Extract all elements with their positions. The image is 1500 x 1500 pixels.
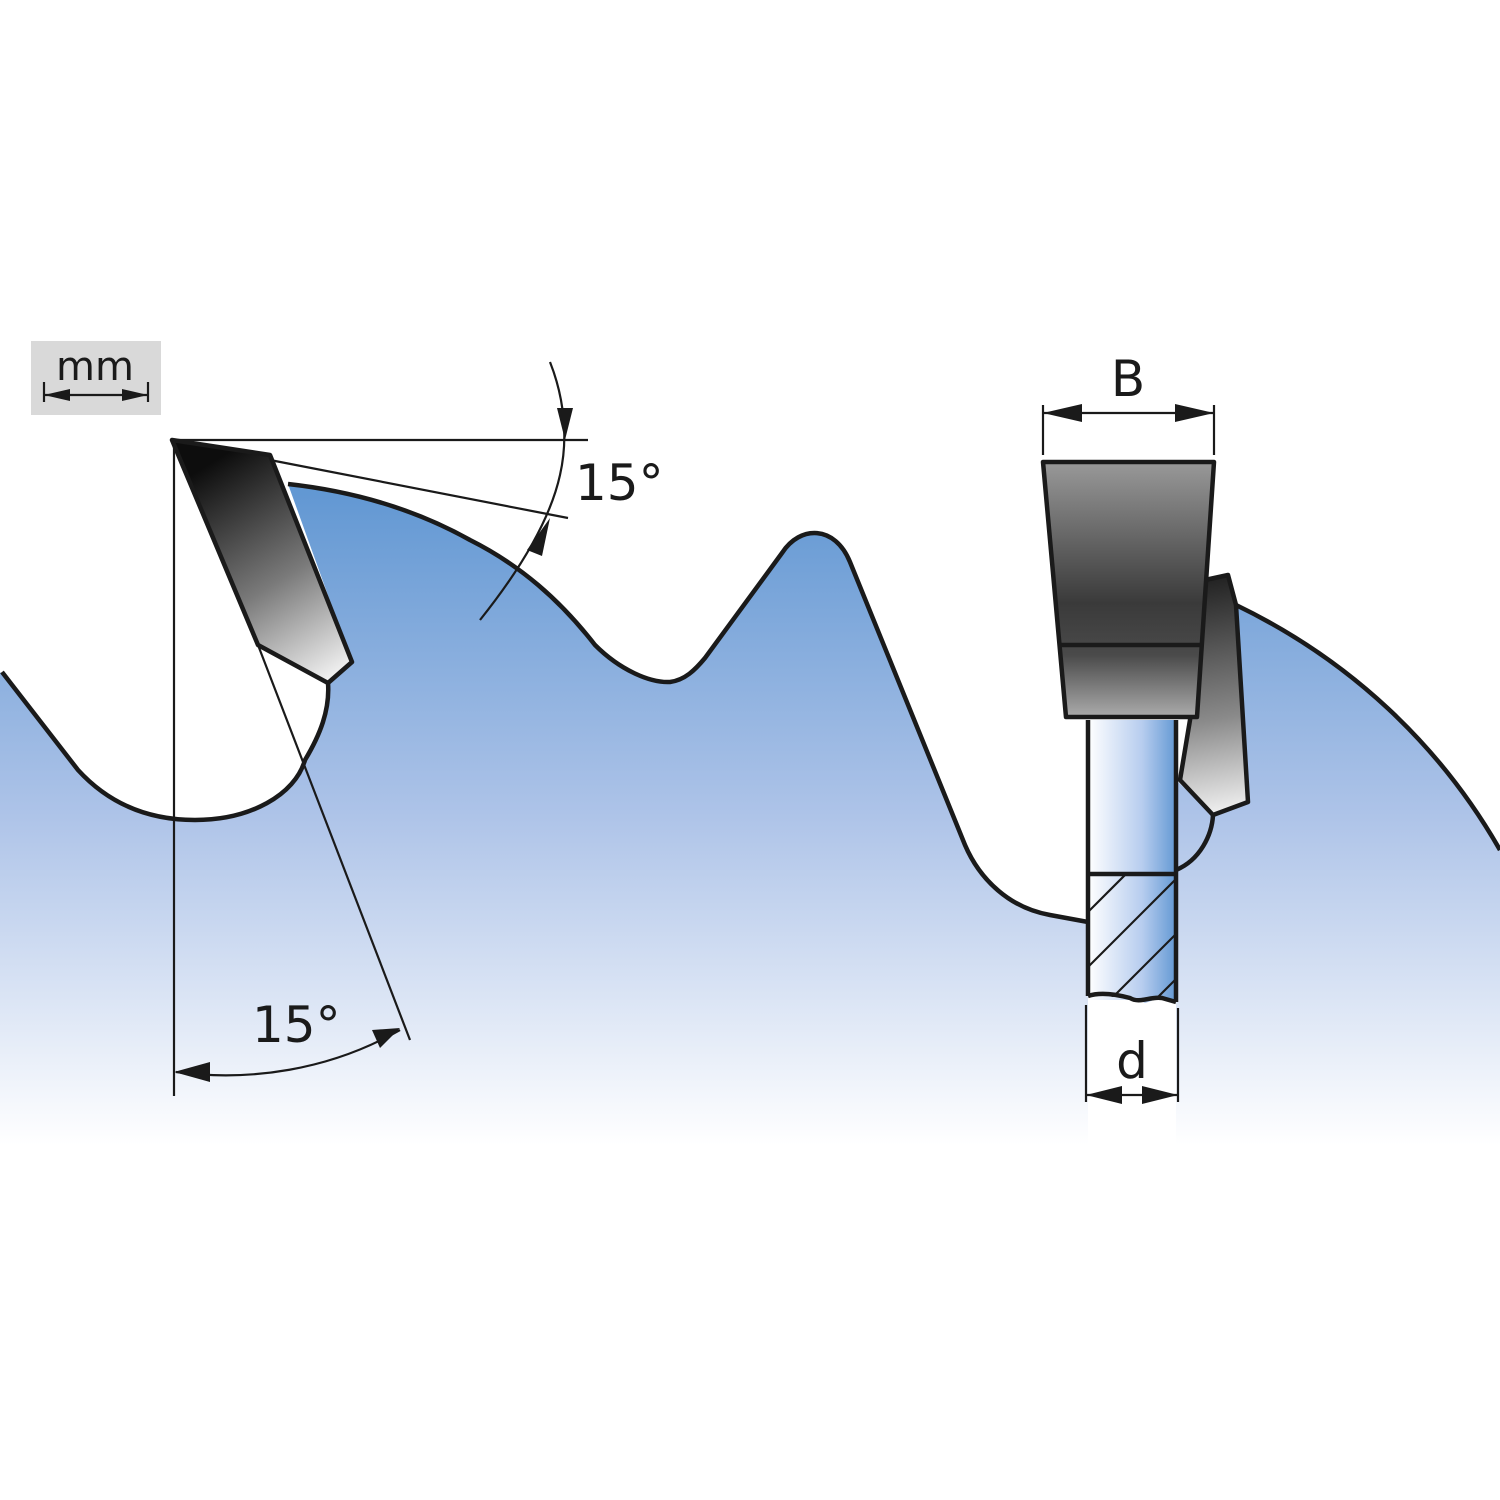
carbide-tip-flank [1177,572,1251,818]
unit-badge-arrow-right [122,389,148,401]
unit-badge-background [31,341,161,415]
hook-face-line [269,458,569,520]
tooth-profile-outline-2 [287,481,1089,925]
hook-angle-arc [479,361,566,621]
plate-thickness-label: d [1116,1032,1148,1090]
plate-outline [1085,720,1179,1005]
unit-badge-label: mm [56,344,134,390]
kerf-arrow-right [1175,404,1214,422]
plate-arrow-right [1142,1086,1178,1104]
clearance-angle-label: 15° [252,996,341,1054]
kerf-arrow-left [1043,404,1082,422]
unit-badge-arrow-left [44,389,70,401]
clearance-angle-arrow-right [372,1028,400,1048]
kerf-width-label: B [1111,350,1145,408]
hook-angle-label: 15° [575,454,664,512]
side-gullet-outline [1175,814,1216,873]
clearance-angle-arrow-left [174,1062,210,1082]
carbide-tip-left [169,437,355,686]
hook-angle-arrow-top [557,408,573,440]
saw-blade-body [0,484,1088,1145]
tooth-face-line [256,644,412,1041]
blade-rim-outline-right [1235,602,1500,852]
hook-angle-arrow-bottom [527,518,550,556]
carbide-tip-front [1040,459,1217,720]
plate-arrow-left [1086,1086,1122,1104]
tooth-profile-outline [0,670,331,823]
